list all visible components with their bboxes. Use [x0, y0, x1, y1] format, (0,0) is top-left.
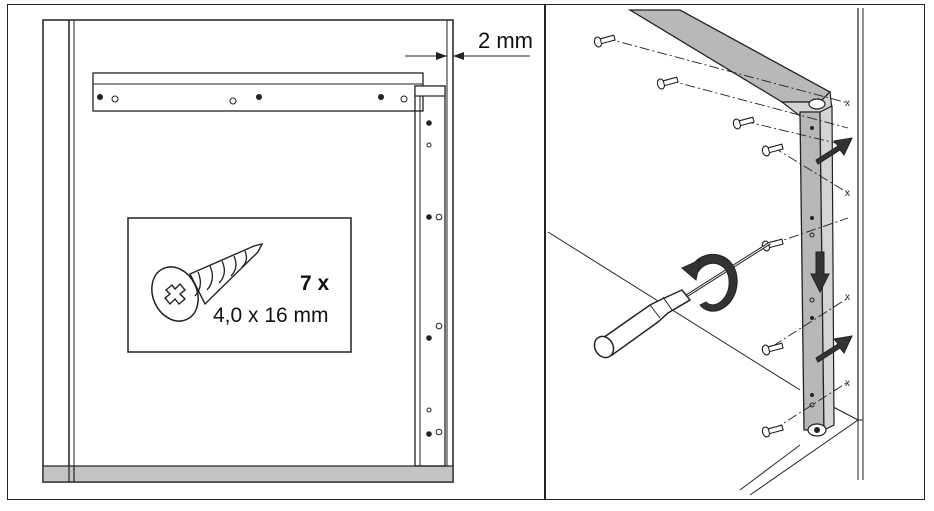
screw-size: 4,0 x 16 mm [213, 304, 329, 327]
rail-hole [97, 94, 103, 100]
rail-hole [111, 95, 119, 103]
rotation-arrow-icon [681, 254, 738, 312]
screwdriver-icon [593, 241, 771, 359]
phillips-screw-icon [151, 242, 264, 322]
screw-quantity: 7 x [300, 272, 330, 295]
gap-dimension-label: 2 mm [478, 28, 533, 53]
svg-text:x: x [845, 292, 850, 303]
cabinet-floor [42, 465, 454, 483]
rail-hole [256, 94, 262, 100]
vertical-rail-top-cap [414, 85, 446, 97]
rail-hole [378, 94, 384, 100]
svg-text:x: x [845, 378, 850, 389]
svg-text:x: x [845, 188, 850, 199]
rail-hole [229, 97, 237, 105]
svg-text:x: x [845, 98, 850, 109]
rail-hole [400, 95, 408, 103]
direction-arrow-icon [810, 137, 853, 363]
screw-icon [593, 34, 784, 438]
panel-divider [544, 4, 546, 500]
